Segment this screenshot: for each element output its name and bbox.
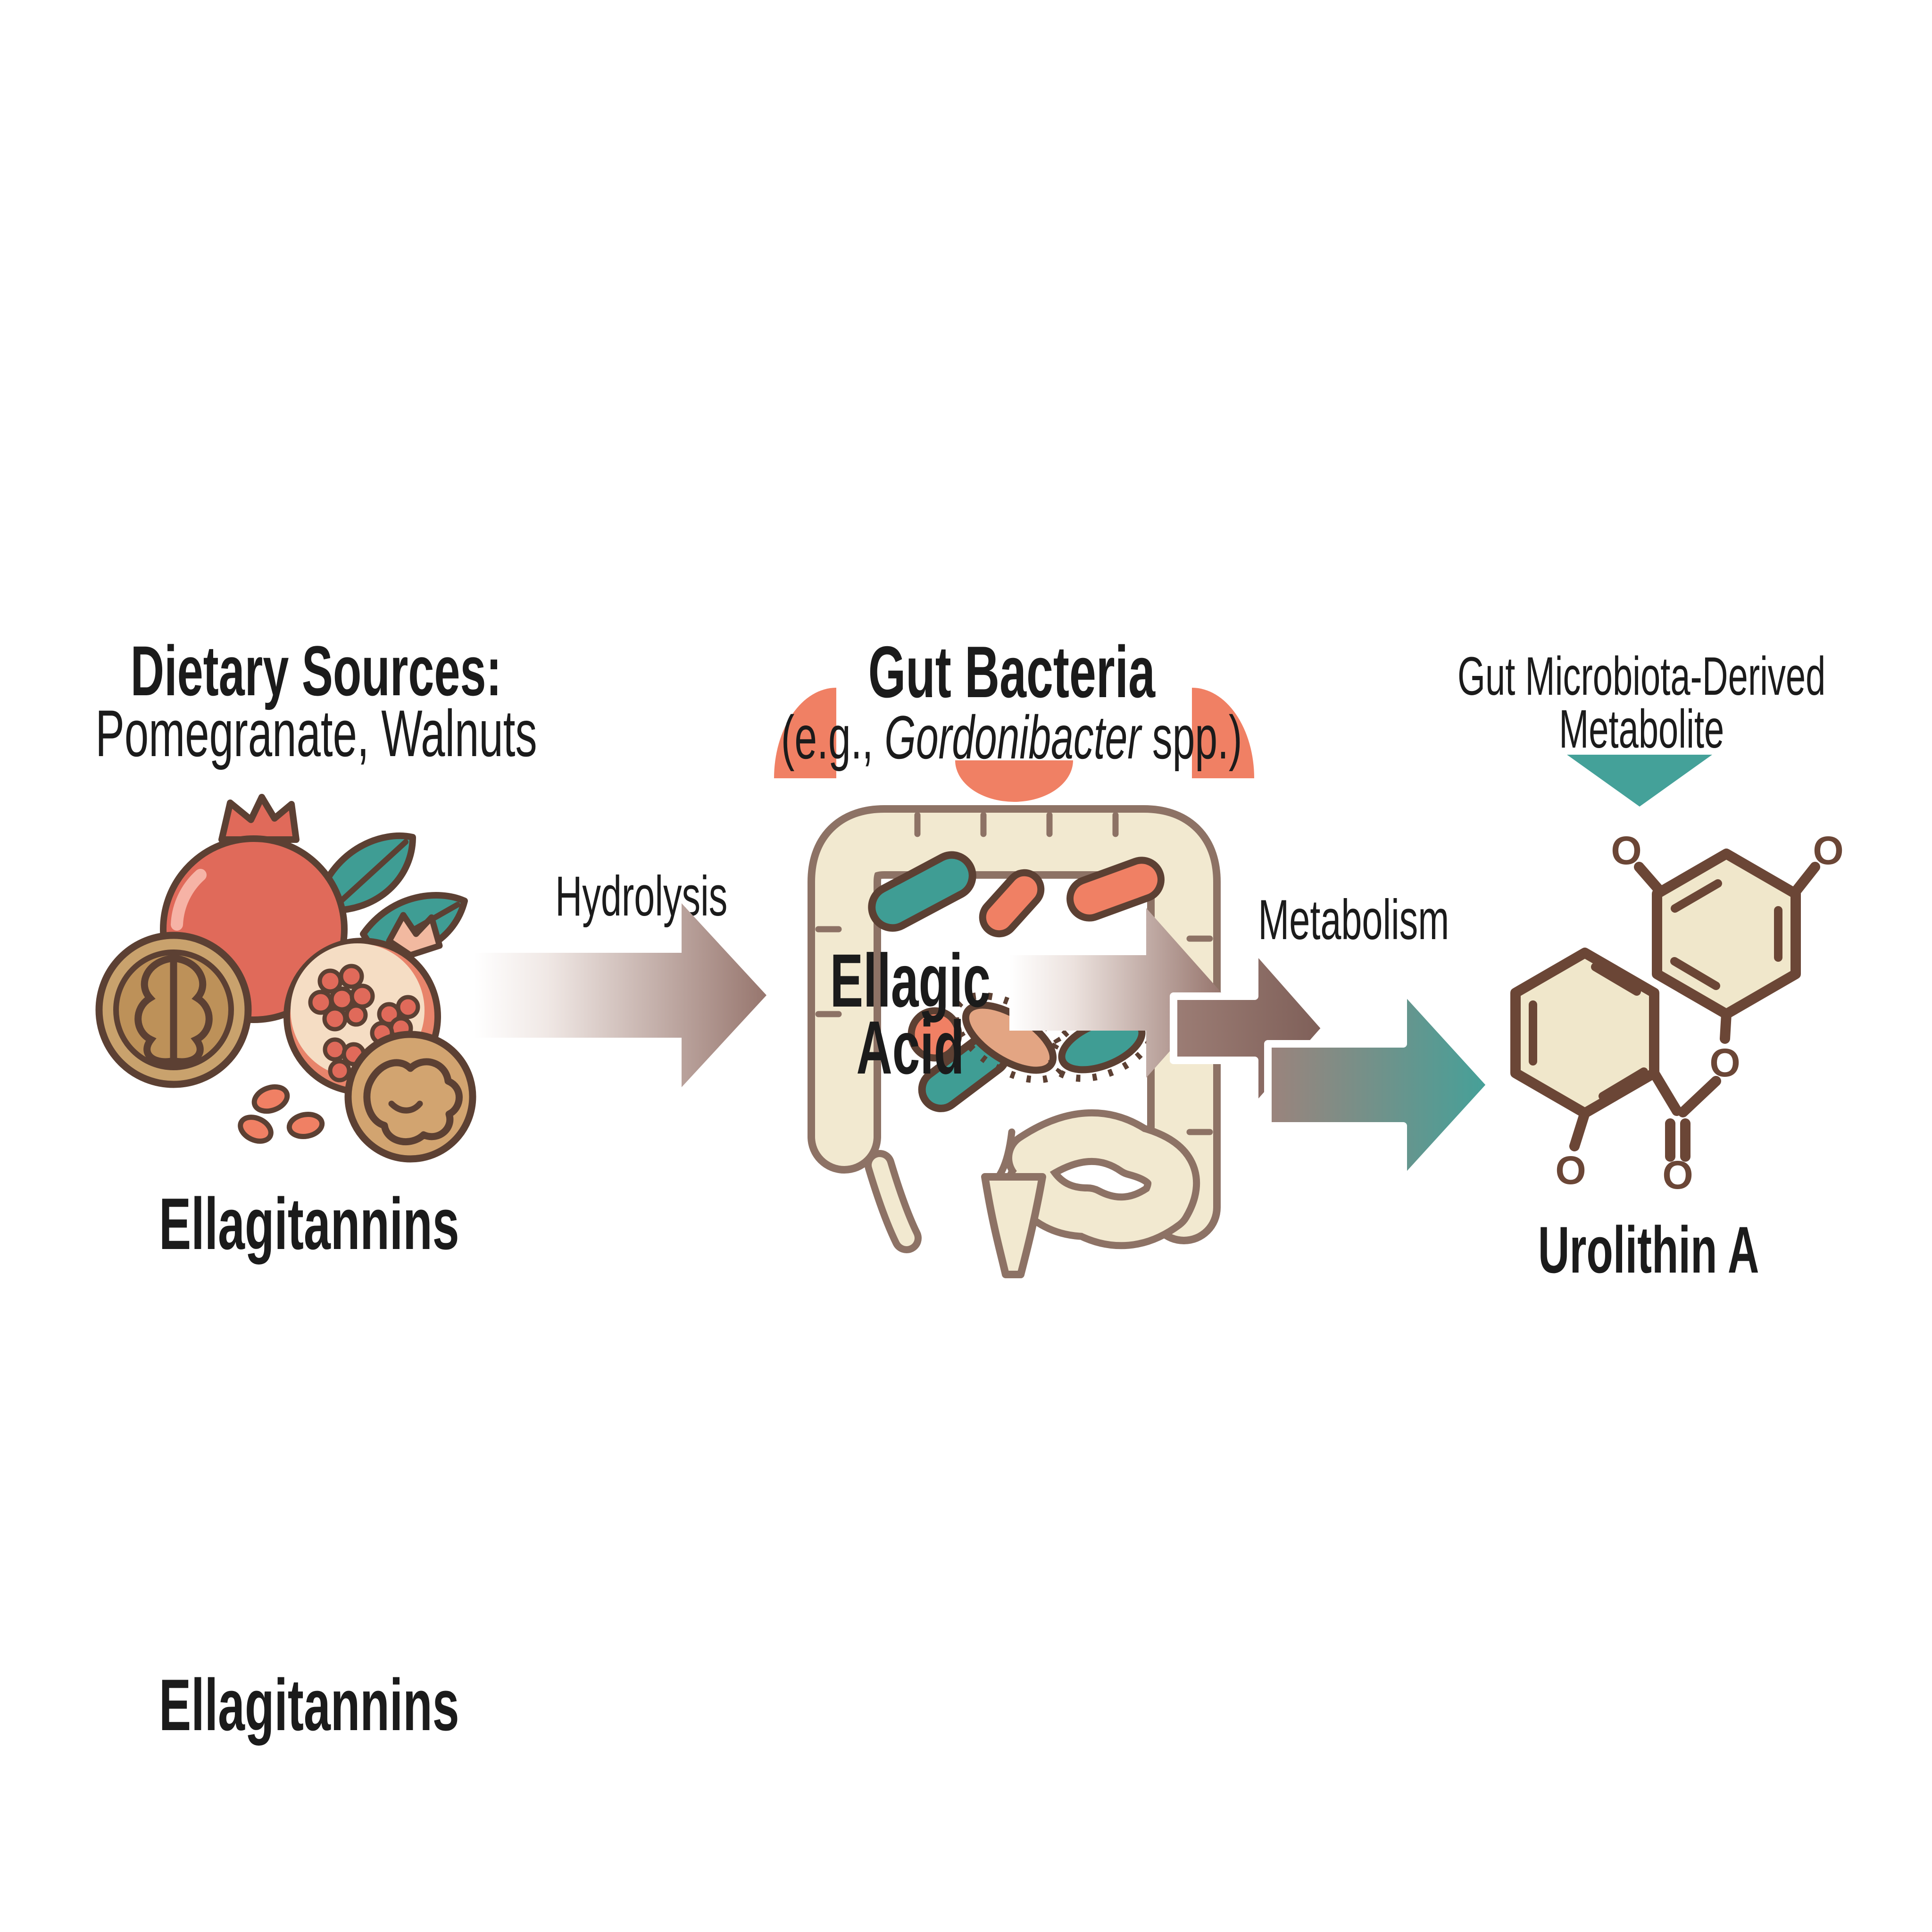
ellagitannins-footer-label: Ellagitannins bbox=[73, 1663, 545, 1748]
atom-oxygen: O bbox=[1555, 1148, 1586, 1192]
gut-passage-arrow-icon bbox=[1009, 908, 1222, 1078]
urolithin-a-label: Urolithin A bbox=[1507, 1208, 1790, 1292]
species-name: Gordonibacter bbox=[884, 702, 1141, 772]
gut-bacteria-species: (e.g., Gordonibacter spp.) bbox=[752, 698, 1271, 776]
dietary-sources-subheading: Pomegranate, Walnuts bbox=[57, 693, 575, 774]
metabolite-heading-line1: Gut Microbiota-Derived bbox=[1457, 646, 1826, 707]
ellagitannins-label: Ellagitannins bbox=[73, 1182, 545, 1266]
ellagic-acid-label: Ellagic Acid bbox=[769, 936, 1052, 1092]
metabolite-heading: Gut Microbiota-Derived Metabolite bbox=[1424, 641, 1858, 764]
atom-oxygen: O bbox=[1813, 828, 1843, 873]
colon-outline bbox=[808, 805, 1221, 1278]
metabolism-arrow-icon bbox=[1264, 985, 1494, 1184]
species-suffix: spp.) bbox=[1141, 702, 1242, 772]
metabolite-pointer-triangle bbox=[1567, 755, 1712, 807]
urolithin-a-label-text: Urolithin A bbox=[1538, 1213, 1759, 1287]
dietary-sources-subheading-text: Pomegranate, Walnuts bbox=[95, 696, 537, 770]
hydrolysis-arrow-icon bbox=[474, 903, 766, 1087]
pomegranate-half-icon bbox=[283, 912, 443, 1095]
atom-oxygen: O bbox=[1611, 828, 1641, 873]
seed-icon bbox=[238, 1084, 325, 1144]
dietary-sources-heading: Dietary Sources: bbox=[80, 627, 552, 715]
species-prefix: (e.g., bbox=[781, 702, 885, 772]
metabolism-label: Metabolism bbox=[1212, 882, 1495, 958]
metabolism-label-text: Metabolism bbox=[1258, 888, 1449, 951]
urolithin-molecule-icon: O O O O O bbox=[1510, 828, 1844, 1193]
metabolite-heading-line2: Metabolite bbox=[1558, 699, 1724, 759]
walnut-icon bbox=[95, 932, 252, 1088]
atom-oxygen: O bbox=[1662, 1153, 1693, 1193]
hydrolysis-label-text: Hydrolysis bbox=[555, 865, 728, 928]
hydrolysis-label: Hydrolysis bbox=[500, 858, 783, 934]
atom-oxygen: O bbox=[1709, 1041, 1740, 1085]
bacteria-rod-icon bbox=[868, 851, 1165, 1112]
leaf-icon bbox=[315, 833, 468, 958]
pomegranate-walnuts-icon bbox=[95, 794, 476, 1163]
gut-bacteria-heading-text: Gut Bacteria bbox=[868, 631, 1156, 713]
ellagic-acid-line1: Ellagic bbox=[830, 938, 991, 1023]
ellagitannins-label-text: Ellagitannins bbox=[158, 1183, 459, 1265]
ellagitannins-footer-label-text: Ellagitannins bbox=[158, 1664, 459, 1746]
dietary-sources-heading-text: Dietary Sources: bbox=[130, 631, 502, 710]
gut-bacteria-heading: Gut Bacteria bbox=[847, 627, 1177, 717]
walnut-icon bbox=[344, 1031, 476, 1163]
ellagic-acid-line2: Acid bbox=[856, 1005, 965, 1090]
